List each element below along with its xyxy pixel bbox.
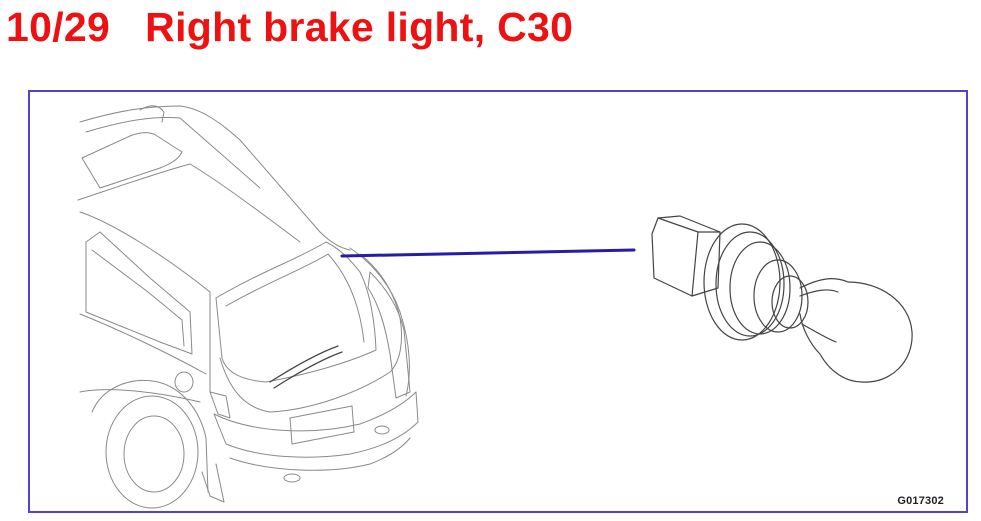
car-exhaust-right bbox=[374, 425, 390, 435]
car-rear-bumper bbox=[213, 391, 419, 458]
car-roof-outline bbox=[79, 105, 351, 251]
car-side-window-inner bbox=[91, 249, 185, 347]
car-bumper-lower bbox=[229, 437, 411, 471]
car-license-plate bbox=[289, 405, 355, 445]
car-rear-rim bbox=[123, 415, 185, 493]
car-sunroof bbox=[81, 132, 183, 189]
car-rear-illustration bbox=[77, 105, 419, 509]
figure-code: G017302 bbox=[897, 495, 944, 507]
bulb-flange-outer bbox=[703, 223, 781, 341]
brake-light-bulb-illustration bbox=[651, 215, 913, 383]
car-tailgate bbox=[219, 253, 403, 413]
car-rear-wiper bbox=[269, 345, 339, 383]
car-wheel-arch bbox=[91, 380, 209, 493]
bulb-glass bbox=[799, 278, 913, 383]
car-taillight-left bbox=[209, 391, 231, 419]
bulb-flange-ring-1 bbox=[715, 231, 785, 337]
diagram-frame: G017302 bbox=[28, 90, 968, 513]
car-side-sill bbox=[79, 389, 201, 403]
car-rear-wiper-2 bbox=[273, 351, 343, 389]
car-side-window bbox=[85, 231, 193, 355]
car-rear-window bbox=[215, 241, 377, 383]
bulb-connector-face bbox=[657, 217, 721, 297]
car-roof-spoiler bbox=[139, 105, 165, 123]
car-rear-tyre bbox=[105, 395, 199, 509]
page-title: 10/29 Right brake light, C30 bbox=[6, 4, 574, 50]
car-taillight-right bbox=[367, 271, 411, 399]
car-mudflap bbox=[201, 463, 225, 503]
bulb-flange-ring-2 bbox=[729, 241, 791, 335]
car-exhaust-left bbox=[283, 473, 301, 483]
callout-pointer-line bbox=[340, 248, 636, 258]
car-fuel-cap bbox=[174, 371, 194, 393]
car-rear-window-inner bbox=[225, 253, 365, 343]
diagram-illustration bbox=[77, 105, 913, 509]
car-door-line bbox=[79, 313, 207, 375]
bulb-socket-inner bbox=[771, 275, 809, 329]
car-c-pillar bbox=[349, 247, 410, 397]
car-roof-inner-line bbox=[85, 117, 261, 189]
car-body-line bbox=[79, 211, 211, 393]
bulb-neck bbox=[799, 289, 839, 343]
bulb-socket-collar bbox=[753, 259, 803, 333]
car-roof-seam bbox=[77, 163, 301, 243]
bulb-connector bbox=[651, 215, 721, 297]
